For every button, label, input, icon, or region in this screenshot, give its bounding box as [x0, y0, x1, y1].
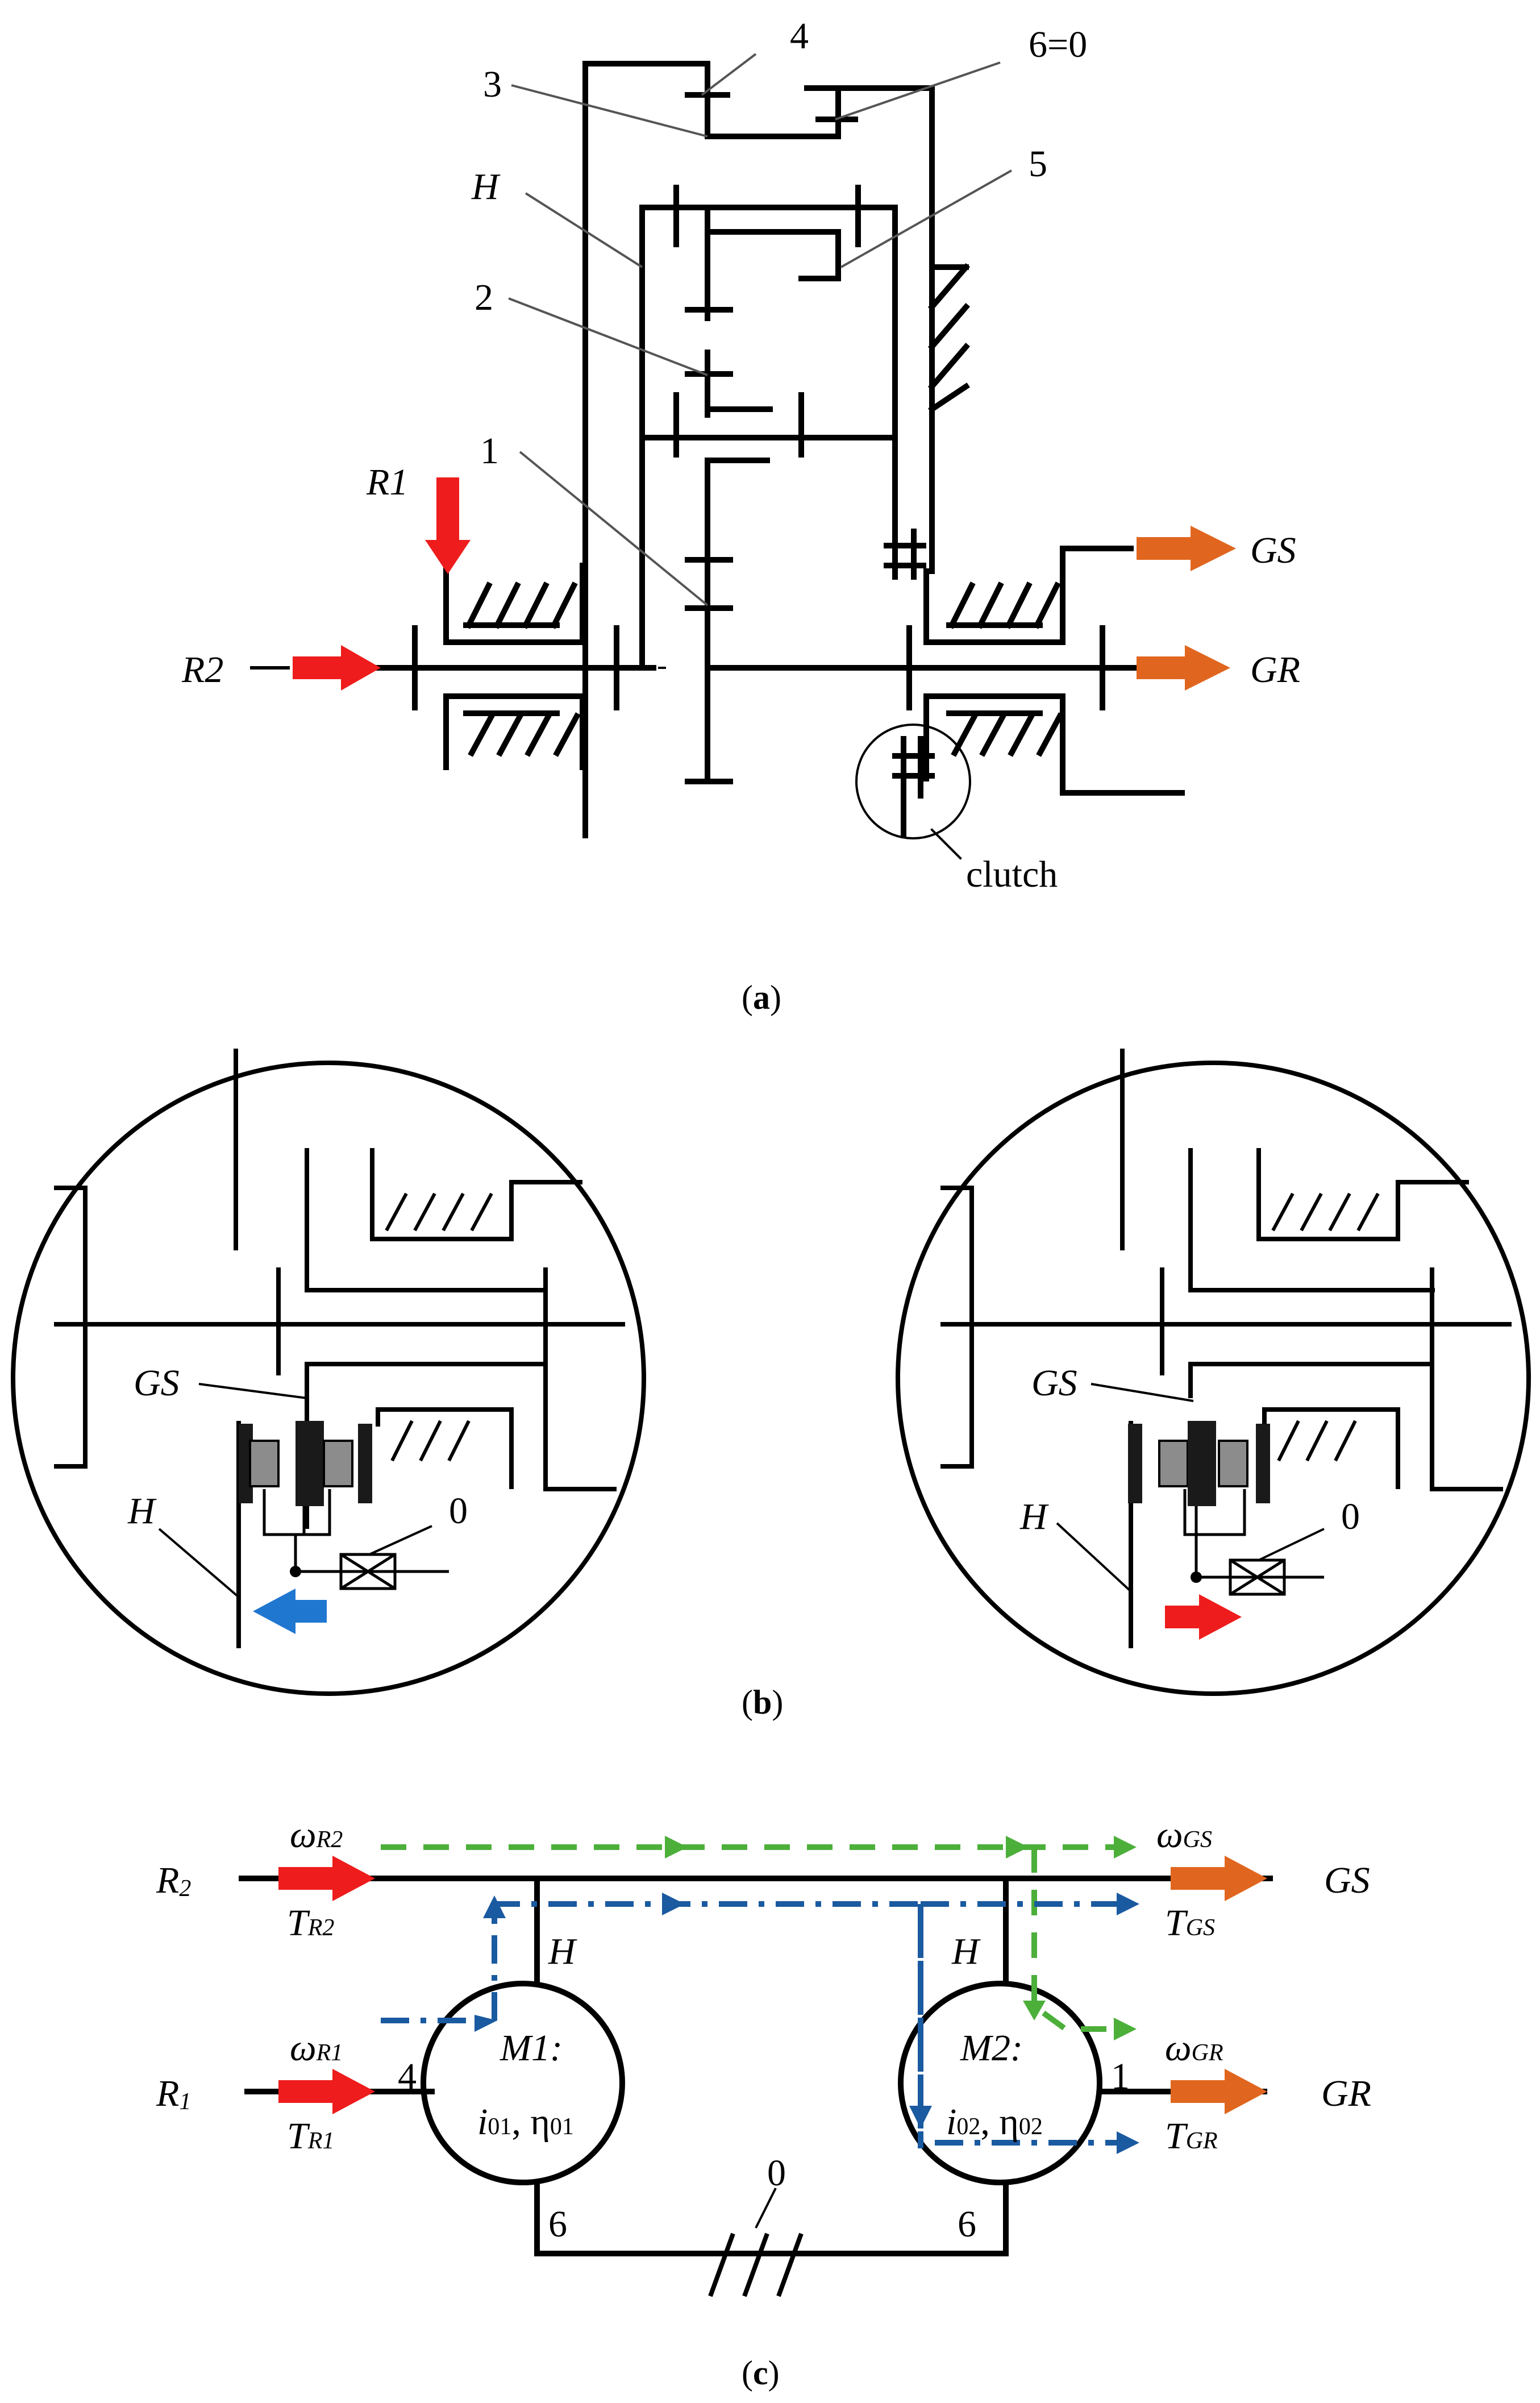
m2-planetary-circle — [898, 1981, 1102, 2185]
shift-right-arrow — [1199, 1594, 1242, 1640]
label-t-gr: TGR — [1165, 2115, 1218, 2157]
label-gr: GR — [1250, 649, 1300, 691]
m1-planetary-circle — [421, 1981, 625, 2185]
label-t-r1: TR1 — [287, 2115, 334, 2157]
label-omega-gs: ωGS — [1156, 1814, 1212, 1856]
label-shaft-6-m1: 6 — [548, 2204, 567, 2245]
label-m2-params: i02, η02 — [946, 2101, 1043, 2143]
label-r1-c: R1 — [156, 2073, 191, 2115]
label-h-m2: H — [951, 1931, 981, 1972]
r1-input-arrow — [425, 540, 471, 574]
label-m1-params: i01, η01 — [477, 2101, 574, 2143]
gs-output-arrow-c — [1225, 1856, 1267, 1901]
label-omega-r2: ωR2 — [290, 1814, 343, 1856]
label-left-zero: 0 — [449, 1490, 468, 1532]
label-m1: M1: — [500, 2027, 563, 2069]
panel-a-labels: 4 6=0 3 5 H 2 1 R1 R2 GS GR clutch — [181, 15, 1300, 895]
ring-6-frame — [804, 85, 935, 574]
label-right-zero: 0 — [1341, 1496, 1360, 1537]
label-gear-6: 6=0 — [1029, 24, 1087, 65]
gr-output-arrow — [1185, 645, 1230, 691]
label-omega-r1: ωR1 — [290, 2027, 343, 2069]
panel-b-right-zoom: GS H 0 — [896, 1049, 1531, 1696]
shift-left-arrow — [253, 1589, 295, 1634]
carrier-3 — [582, 61, 841, 838]
label-r2: R2 — [181, 649, 223, 691]
label-shaft-4: 4 — [398, 2056, 417, 2097]
caption-c: (c) — [742, 2354, 780, 2392]
label-t-r2: TR2 — [287, 1902, 334, 1944]
label-shaft-1: 1 — [1111, 2056, 1130, 2097]
r2-input-arrow — [341, 645, 381, 691]
label-t-gs: TGS — [1165, 1902, 1215, 1944]
label-gear-3: 3 — [483, 64, 502, 105]
label-r2-c: R2 — [156, 1860, 191, 1902]
caption-a: (a) — [742, 979, 781, 1016]
gs-output-arrow — [1191, 526, 1236, 571]
label-h-m1: H — [548, 1931, 577, 1972]
label-left-gs: GS — [134, 1362, 180, 1404]
label-gear-5: 5 — [1029, 143, 1047, 185]
panel-a-leaders — [508, 53, 1012, 606]
label-gear-2: 2 — [475, 277, 493, 318]
label-right-h: H — [1019, 1496, 1049, 1537]
gr-output-arrow-c — [1225, 2069, 1267, 2114]
label-m2: M2: — [960, 2027, 1023, 2069]
panel-c-power-flow: R2 R1 GS GR ωR2 TR2 ωR1 TR1 ωGS TGS ωGR … — [156, 1814, 1371, 2297]
label-clutch: clutch — [966, 854, 1058, 895]
label-gs-c: GS — [1324, 1860, 1370, 1901]
caption-b: (b) — [742, 1683, 783, 1721]
r1-input-arrow-c — [332, 2069, 375, 2114]
panel-b-left-zoom: GS H 0 — [11, 1049, 646, 1696]
green-power-flow — [381, 1844, 1119, 2032]
clutch-circle — [855, 724, 971, 839]
label-gear-4: 4 — [790, 15, 809, 57]
r2-input-arrow-c — [332, 1856, 375, 1901]
label-carrier-h: H — [471, 166, 501, 207]
label-right-gs: GS — [1031, 1362, 1077, 1404]
label-r1: R1 — [366, 462, 408, 503]
panel-a-arrows — [250, 477, 1236, 691]
label-shaft-6-m2: 6 — [958, 2204, 976, 2245]
label-gear-1: 1 — [480, 430, 499, 472]
panel-a-kinematic-scheme — [369, 61, 1185, 860]
label-left-h: H — [127, 1490, 157, 1532]
label-gs: GS — [1250, 530, 1296, 571]
label-omega-gr: ωGR — [1165, 2027, 1223, 2069]
label-ground-0: 0 — [767, 2152, 786, 2194]
label-gr-c: GR — [1321, 2073, 1371, 2114]
